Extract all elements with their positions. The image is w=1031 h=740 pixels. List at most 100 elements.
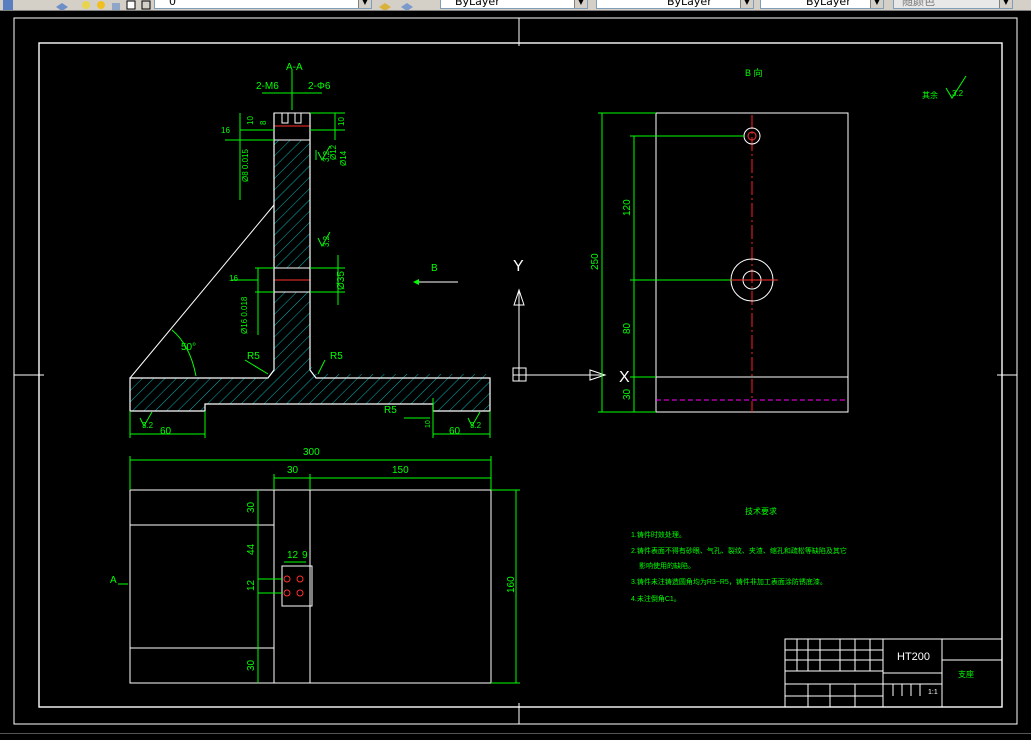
dim-300: 300	[303, 447, 320, 458]
dim-phi16: Ø16 0.018	[240, 296, 249, 334]
screw-hole-right	[294, 112, 302, 124]
layers-icon[interactable]	[2, 0, 14, 10]
chevron-down-icon: ▼	[870, 0, 883, 8]
tech-line-4: 3.铸件未注铸造圆角均为R3~R5，铸件非加工表面涂防锈底漆。	[631, 577, 827, 586]
chevron-down-icon: ▼	[740, 0, 753, 8]
make-current-icon[interactable]	[378, 0, 391, 10]
linetype-combo-value: ByLayer	[667, 0, 712, 8]
dim-10-right: 10	[337, 117, 346, 126]
layer-state-icon[interactable]	[55, 0, 68, 10]
roughness-1: 3.2	[322, 150, 331, 162]
title-part-name: 支座	[958, 669, 974, 679]
dim-250: 250	[590, 253, 601, 270]
lineweight-combo-value: ByLayer	[806, 0, 851, 8]
command-line[interactable]	[0, 733, 1031, 740]
other-note: 其余	[922, 90, 938, 100]
dim-8: 8	[259, 120, 268, 125]
small-hole-inner	[747, 131, 757, 141]
dim-r5-bottom: R5	[384, 405, 397, 416]
front-section-view[interactable]	[129, 112, 491, 412]
roughness-symbols	[139, 75, 967, 428]
dim-9: 9	[302, 550, 308, 561]
dim-16-b: 16	[229, 274, 238, 283]
plot-icon[interactable]	[140, 0, 152, 10]
dim-12-b: 12	[246, 579, 257, 591]
dim-phi35: Ø35	[336, 271, 347, 290]
dim-holes-m6: 2-M6	[256, 81, 279, 92]
layer-color-icon[interactable]	[125, 0, 137, 10]
section-outline	[129, 113, 491, 412]
front-dimensions	[129, 70, 491, 438]
chevron-down-icon: ▼	[358, 0, 371, 8]
roughness-5: 3.2	[952, 89, 964, 98]
top-view-dimensions	[118, 456, 520, 684]
tech-line-1: 1.铸件时效处理。	[631, 530, 686, 539]
dim-12-a: 12	[287, 550, 299, 561]
dim-30-top: 30	[287, 465, 299, 476]
hole-tr	[296, 575, 304, 583]
linetype-combo[interactable]: ByLayer ▼	[596, 0, 754, 9]
screw-hole-left	[281, 112, 289, 124]
dim-30-left: 30	[246, 501, 257, 513]
tech-line-3: 影响使用的缺陷。	[639, 561, 695, 570]
view-b-label: B	[431, 263, 438, 274]
dim-30-bottom: 30	[246, 659, 257, 671]
roughness-2: 3.2	[322, 235, 331, 247]
outer-sheet-border	[13, 17, 1018, 725]
dim-60-left: 60	[160, 426, 172, 437]
drawing-canvas[interactable]: A-A 2-M6 2-Φ6 10 8 10 16 Ø8 0.015 Ø12 Ø1…	[0, 11, 1031, 733]
dim-30-side: 30	[622, 388, 633, 400]
dim-10-top: 10	[246, 116, 255, 125]
lock-icon[interactable]	[110, 0, 122, 10]
title-block[interactable]	[784, 638, 1003, 708]
dim-holes-d6: 2-Φ6	[308, 81, 331, 92]
chevron-down-icon: ▼	[999, 0, 1012, 8]
holes-block	[281, 565, 313, 607]
view-a-label: A	[110, 575, 117, 586]
dim-r5-right: R5	[330, 351, 343, 362]
sun-icon[interactable]	[95, 0, 107, 9]
roughness-values: 3.2 3.2 3.2 3.2 3.2 其余	[142, 89, 964, 430]
hole-br	[296, 589, 304, 597]
dim-phi14: Ø14	[339, 150, 348, 166]
dim-10-small: 10	[425, 420, 432, 428]
section-label: A-A	[286, 62, 303, 73]
top-view[interactable]	[129, 489, 492, 684]
hole-tl	[283, 575, 291, 583]
layer-combo[interactable]: 0▼	[154, 0, 372, 9]
plotstyle-combo-value: 随颜色	[902, 0, 935, 8]
front-dim-texts: A-A 2-M6 2-Φ6 10 8 10 16 Ø8 0.015 Ø12 Ø1…	[160, 62, 461, 437]
tech-line-2: 2.铸件表面不得有砂眼、气孔、裂纹、夹渣、缩孔和疏松等缺陷及其它	[631, 546, 847, 555]
color-combo[interactable]: ByLayer ▼	[440, 0, 588, 9]
lineweight-combo[interactable]: ByLayer ▼	[760, 0, 884, 9]
top-view-dim-texts: 300 30 150 30 44 12 9 12 160 30 A	[110, 447, 517, 671]
dim-16-a: 16	[221, 126, 230, 135]
chevron-down-icon: ▼	[574, 0, 587, 8]
dim-60-right: 60	[449, 426, 461, 437]
dim-44: 44	[246, 543, 257, 555]
roughness-4: 3.2	[470, 421, 482, 430]
view-b[interactable]: B 向	[655, 67, 849, 413]
lightbulb-icon[interactable]	[80, 0, 92, 9]
tech-requirements: 技术要求 1.铸件时效处理。 2.铸件表面不得有砂眼、气孔、裂纹、夹渣、缩孔和疏…	[631, 506, 847, 603]
properties-toolbar: 0▼ ByLayer▼ ByLayer▼ ByLayer▼ 随颜色▼	[0, 0, 1031, 11]
layer-combo-value: 0	[169, 0, 176, 8]
ucs-x-label: X	[619, 369, 630, 386]
rib-line	[129, 204, 275, 379]
hole-bl	[283, 589, 291, 597]
ucs-icon[interactable]	[512, 288, 607, 382]
dim-phi12: Ø12	[329, 144, 338, 160]
view-b-dim-texts: 250 120 80 30	[590, 199, 633, 400]
color-combo-value: ByLayer	[455, 0, 500, 8]
dim-80: 80	[622, 322, 633, 334]
tech-title: 技术要求	[745, 506, 777, 516]
view-b-title: B 向	[745, 67, 763, 78]
dim-150: 150	[392, 465, 409, 476]
dim-160: 160	[506, 576, 517, 593]
dim-120: 120	[622, 199, 633, 216]
dim-angle-50: 50°	[181, 342, 196, 353]
plotstyle-combo[interactable]: 随颜色 ▼	[893, 0, 1013, 9]
dim-phi8: Ø8 0.015	[241, 149, 250, 182]
title-material: HT200	[897, 651, 930, 663]
layer-previous-icon[interactable]	[400, 0, 413, 10]
